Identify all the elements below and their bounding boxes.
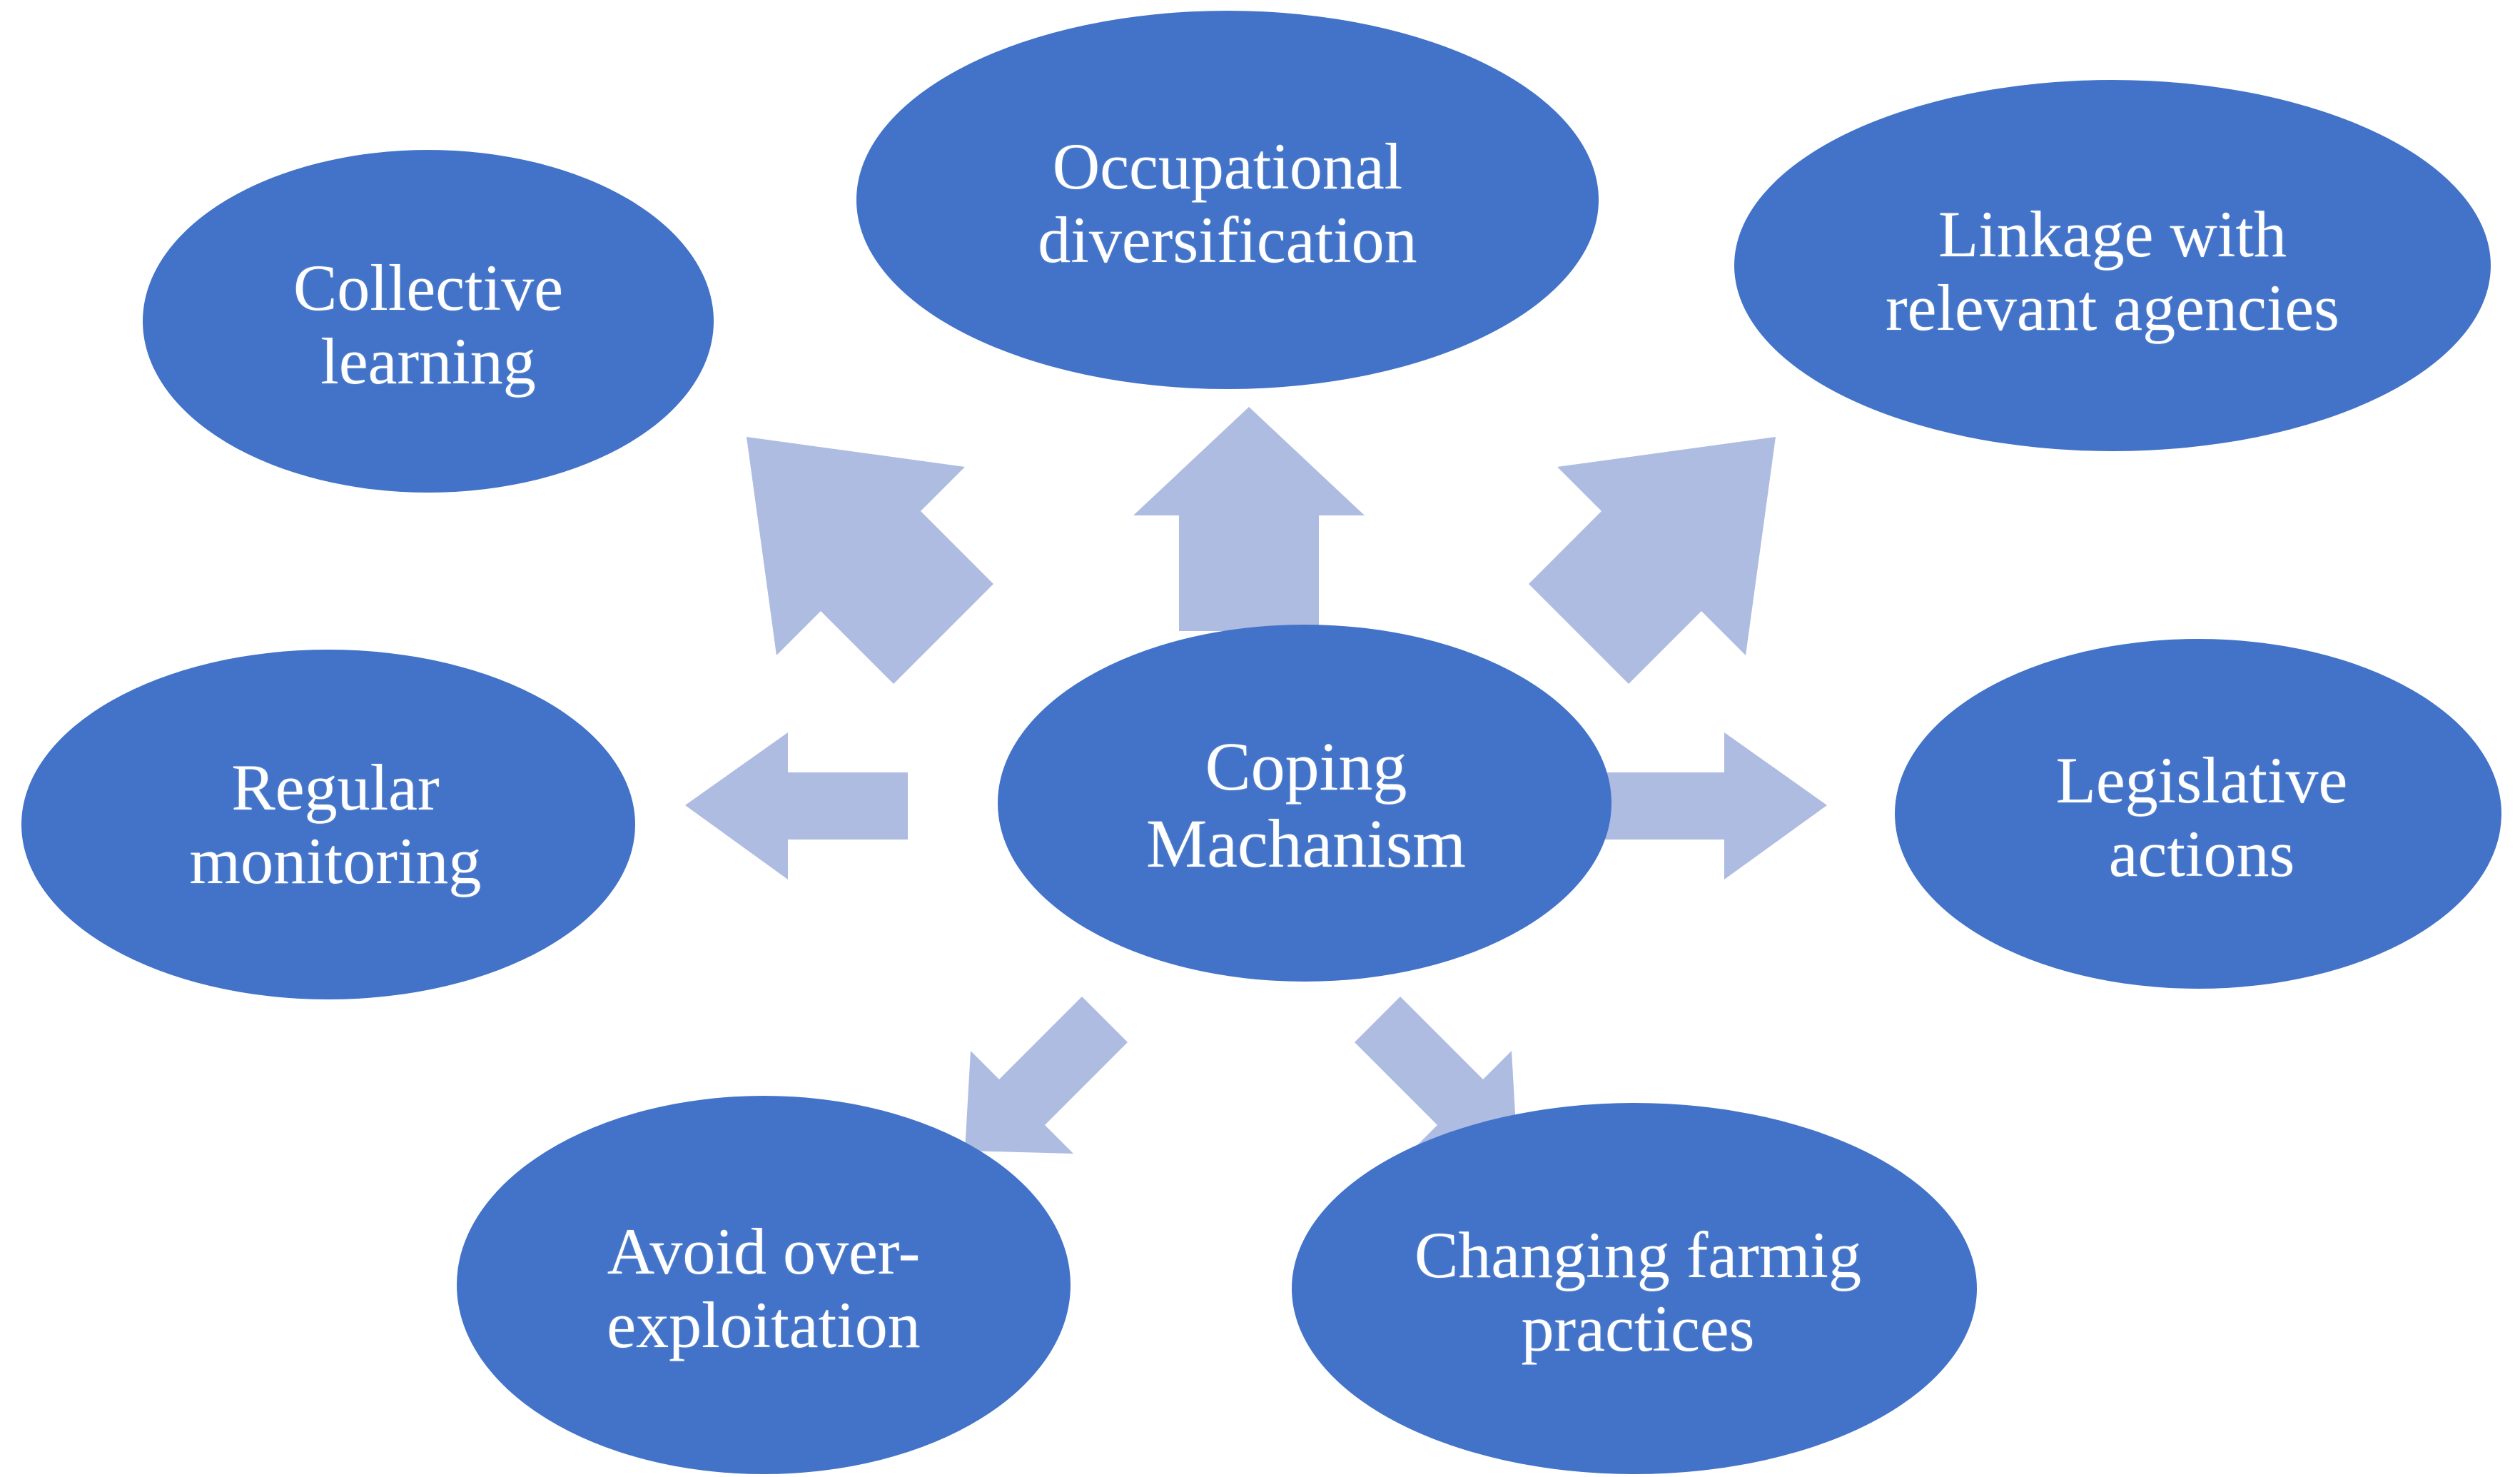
- node-coping-machanism[interactable]: Coping Machanism: [999, 714, 1613, 896]
- ellipse-changing-farmig-practices[interactable]: [1292, 1103, 1977, 1474]
- ellipse-linkage-with-relevant-agencies[interactable]: [1734, 80, 2491, 451]
- node-regular-monitoring[interactable]: Regular monitoring: [29, 735, 642, 914]
- node-legislative-actions[interactable]: Legislative actions: [1898, 728, 2505, 907]
- ellipse-coping-machanism[interactable]: [998, 625, 1611, 982]
- node-avoid-over-exploitation[interactable]: Avoid over- exploitation: [464, 1199, 1063, 1378]
- node-label-changing-farmig-practices: Changing farmig practices: [1415, 1218, 1861, 1365]
- arrow-to-occupational-diversification-shape: [1133, 407, 1365, 631]
- arrow-to-changing-farmig-practices-shape: [1355, 997, 1517, 1154]
- arrow-to-linkage-with-relevant-agencies-shape: [1529, 437, 1776, 684]
- node-label-occupational-diversification: Occupational diversification: [1038, 129, 1417, 276]
- node-label-avoid-over-exploitation: Avoid over- exploitation: [607, 1214, 921, 1361]
- arrow-to-avoid-over-exploitation-shape: [965, 997, 1128, 1154]
- ellipse-legislative-actions[interactable]: [1895, 639, 2501, 989]
- arrow-to-collective-learning-shape: [747, 437, 993, 684]
- ellipse-collective-learning[interactable]: [143, 150, 714, 493]
- ellipse-occupational-diversification[interactable]: [856, 11, 1599, 389]
- ellipse-avoid-over-exploitation[interactable]: [457, 1096, 1071, 1474]
- arrow-to-regular-monitoring-shape: [685, 732, 908, 879]
- arrow-to-legislative-actions-shape: [1604, 732, 1827, 879]
- node-label-legislative-actions: Legislative actions: [2055, 743, 2348, 890]
- node-label-linkage-with-relevant-agencies: Linkage with relevant agencies: [1886, 197, 2339, 344]
- node-label-regular-monitoring: Regular monitoring: [189, 750, 482, 897]
- ellipse-regular-monitoring[interactable]: [21, 650, 635, 999]
- node-occupational-diversification[interactable]: Occupational diversification: [856, 111, 1599, 296]
- node-label-coping-machanism: Coping Machanism: [1146, 727, 1466, 882]
- node-collective-learning[interactable]: Collective learning: [143, 236, 714, 414]
- node-linkage-with-relevant-agencies[interactable]: Linkage with relevant agencies: [1734, 178, 2491, 364]
- node-label-collective-learning: Collective learning: [293, 251, 564, 398]
- node-changing-farmig-practices[interactable]: Changing farmig practices: [1299, 1203, 1977, 1381]
